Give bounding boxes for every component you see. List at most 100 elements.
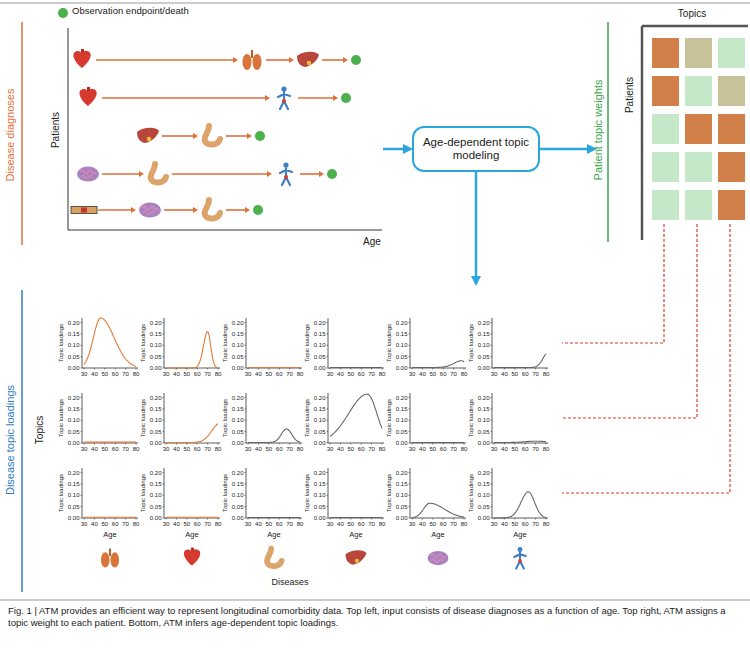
tick: [84, 368, 85, 370]
tick-label: 30: [409, 521, 416, 528]
tick: [207, 443, 208, 445]
tick-label: 80: [133, 371, 140, 378]
tick-label: 60: [440, 446, 447, 453]
person-icon: [280, 162, 292, 185]
stomach-icon: [205, 126, 220, 145]
plot-axis: [328, 393, 329, 443]
tick: [422, 518, 423, 520]
tick-label: 0.20: [232, 469, 244, 476]
tick-label: 40: [91, 446, 98, 453]
plot-axis: [246, 393, 247, 443]
weight-cell: [685, 152, 712, 182]
stomach-shape: [205, 200, 220, 219]
tick: [218, 518, 219, 520]
weight-cell: [718, 76, 745, 106]
tick-label: 60: [276, 371, 283, 378]
weight-cell: [652, 114, 679, 144]
tick: [340, 368, 341, 370]
stomach-icon: [267, 549, 282, 567]
tick-label: 80: [133, 521, 140, 528]
tick: [525, 518, 526, 520]
tick-label: 60: [194, 446, 201, 453]
weight-cell: [685, 38, 712, 68]
tick: [81, 518, 83, 519]
leader-line: [562, 224, 664, 343]
plot-axis: [164, 393, 165, 443]
tick: [491, 397, 493, 398]
tick: [371, 518, 372, 520]
tick-label: 80: [133, 446, 140, 453]
tick-label: 30: [81, 521, 88, 528]
tick-label: 60: [358, 521, 365, 528]
weight-cell: [718, 38, 745, 68]
endpoint-dot: [351, 55, 361, 65]
tick: [330, 368, 331, 370]
tick-label: 0.15: [478, 480, 490, 487]
timeline-arrow: [102, 173, 140, 175]
tick: [94, 518, 95, 520]
tick: [81, 322, 83, 323]
tick: [412, 443, 413, 445]
tick-label: 0.10: [150, 492, 162, 499]
leader-line: [562, 224, 697, 418]
tick: [546, 518, 547, 520]
tick-label: 0.05: [396, 428, 408, 435]
tick-label: 0.10: [478, 417, 490, 424]
weight-cell: [652, 152, 679, 182]
timeline-arrow: [226, 209, 246, 211]
tick-label: 0.05: [396, 353, 408, 360]
tick-label: 40: [419, 521, 426, 528]
top-rule: [0, 3, 750, 4]
tick-label: 30: [81, 371, 88, 378]
axis-label: Topics: [678, 8, 706, 20]
tick-label: 40: [173, 521, 180, 528]
tick-label: 50: [101, 371, 108, 378]
tick: [163, 356, 165, 357]
tick: [84, 518, 85, 520]
timeline-arrow: [98, 209, 132, 211]
tick: [245, 397, 247, 398]
tick-label: 0.05: [478, 353, 490, 360]
head: [283, 162, 288, 167]
tick-label: 50: [265, 446, 272, 453]
band-line: [607, 22, 609, 242]
tick: [166, 518, 167, 520]
tick: [81, 420, 83, 421]
tick-label: 50: [183, 446, 190, 453]
endpoint-dot: [327, 169, 337, 179]
tick: [371, 368, 372, 370]
y-axis: [68, 28, 69, 230]
tick-label: 80: [543, 446, 550, 453]
tick-label: 0.15: [150, 480, 162, 487]
tick: [163, 322, 165, 323]
tick-label: 0.05: [232, 353, 244, 360]
tick-label: 30: [409, 371, 416, 378]
tick: [218, 443, 219, 445]
tick: [104, 518, 105, 520]
axis-label: Age: [103, 531, 116, 540]
tick-label: 50: [347, 371, 354, 378]
tick: [491, 443, 493, 444]
trachea: [109, 549, 111, 557]
tick-label: 0.10: [232, 342, 244, 349]
tick: [409, 397, 411, 398]
tick-label: 50: [511, 371, 518, 378]
tick: [268, 518, 269, 520]
tick-label: 0.05: [314, 428, 326, 435]
tick-label: 40: [419, 371, 426, 378]
plot-axis: [164, 468, 165, 518]
tick: [491, 518, 493, 519]
tick-label: 70: [532, 371, 539, 378]
tick: [81, 495, 83, 496]
tick: [115, 518, 116, 520]
timeline-arrowhead: [139, 171, 144, 177]
tick: [84, 443, 85, 445]
tick: [207, 368, 208, 370]
tick-label: 0.00: [68, 515, 80, 522]
tick: [163, 333, 165, 334]
tick: [245, 333, 247, 334]
brain-folds: [80, 170, 96, 179]
tick: [494, 518, 495, 520]
box-label: Age-dependent topic modeling: [422, 136, 530, 162]
tick-label: 0.15: [314, 405, 326, 412]
